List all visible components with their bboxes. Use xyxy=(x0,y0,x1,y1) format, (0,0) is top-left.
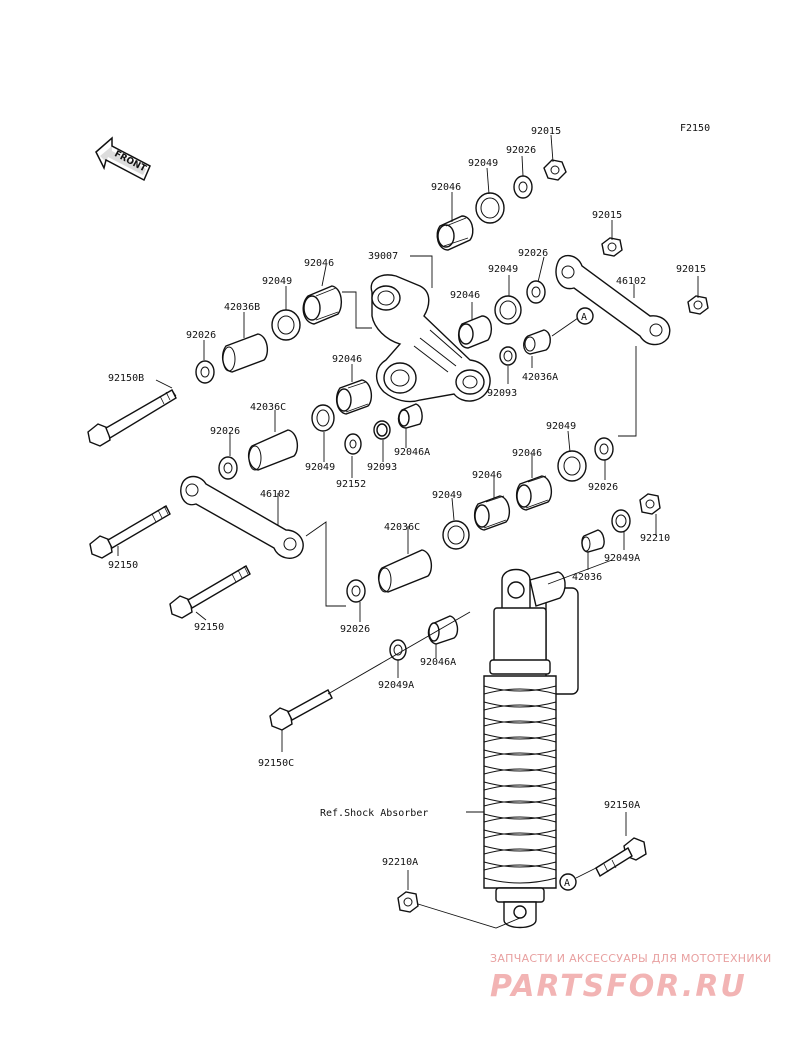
seal-92049-right-b xyxy=(442,520,470,550)
washer-92152 xyxy=(344,433,362,455)
watermark: ЗАПЧАСТИ И АКСЕССУАРЫ ДЛЯ МОТОТЕХНИКИ PA… xyxy=(490,952,772,1004)
bearing-92046A-lower xyxy=(427,615,459,645)
part-labels: 92015 92026 92049 92046 39007 92015 9202… xyxy=(108,126,706,868)
seal-92093-mid xyxy=(499,346,517,366)
bearing-92046-top xyxy=(436,215,474,251)
label-92015-b: 92015 xyxy=(592,210,622,221)
nut-92015-right-a xyxy=(601,237,623,257)
label-92026-d: 92026 xyxy=(210,426,240,437)
label-42036A: 42036A xyxy=(522,372,558,383)
bolt-92150B xyxy=(87,389,177,447)
seal-92049-left xyxy=(271,309,301,341)
washer-92026-lower xyxy=(346,579,366,603)
collar-42036A xyxy=(523,329,551,355)
bolt-92150-a xyxy=(89,505,171,559)
label-46102-b: 46102 xyxy=(260,489,290,500)
nut-92015-top xyxy=(543,159,567,181)
bearing-92046-mid xyxy=(457,315,493,349)
label-92152: 92152 xyxy=(336,479,366,490)
washer-92026-center-left xyxy=(218,456,238,480)
label-92026-e: 92026 xyxy=(588,482,618,493)
label-92093-a: 92093 xyxy=(487,388,517,399)
label-92049A-a: 92049A xyxy=(604,553,640,564)
label-92150B: 92150B xyxy=(108,373,144,384)
label-92026-c: 92026 xyxy=(186,330,216,341)
rocker-arm-39007 xyxy=(370,274,491,403)
seal-92049-center xyxy=(311,404,335,432)
watermark-subtitle: ЗАПЧАСТИ И АКСЕССУАРЫ ДЛЯ МОТОТЕХНИКИ xyxy=(490,952,772,965)
marker-a-bottom: A xyxy=(559,873,577,891)
label-92046-e: 92046 xyxy=(512,448,542,459)
nut-92210 xyxy=(639,493,661,515)
front-arrow-icon: FRONT xyxy=(95,136,151,182)
label-92046-d: 92046 xyxy=(332,354,362,365)
bolt-92150C xyxy=(269,689,333,731)
nut-92015-right-b xyxy=(687,295,709,315)
label-92046A-a: 92046A xyxy=(394,447,430,458)
ref-shock-absorber-label: Ref.Shock Absorber xyxy=(320,808,428,819)
label-92210: 92210 xyxy=(640,533,670,544)
label-92026-f: 92026 xyxy=(340,624,370,635)
bearing-92046-right-b xyxy=(473,495,511,531)
label-92049A-b: 92049A xyxy=(378,680,414,691)
label-92049-e: 92049 xyxy=(546,421,576,432)
label-92150-a: 92150 xyxy=(108,560,138,571)
tie-rod-46102-right xyxy=(555,255,671,346)
shock-absorber xyxy=(483,568,579,929)
collar-42036B xyxy=(221,333,269,373)
seal-92093-center xyxy=(373,420,391,440)
washer-92026-top xyxy=(513,175,533,199)
seal-92049-mid xyxy=(494,295,522,325)
collar-42036 xyxy=(581,529,605,553)
label-92046-b: 92046 xyxy=(304,258,334,269)
label-92015-a: 92015 xyxy=(531,126,561,137)
seal-92049-right xyxy=(557,450,587,482)
marker-a-top: A xyxy=(576,307,594,325)
label-92049-a: 92049 xyxy=(468,158,498,169)
label-92046-a: 92046 xyxy=(431,182,461,193)
label-42036: 42036 xyxy=(572,572,602,583)
label-42036B: 42036B xyxy=(224,302,260,313)
nut-92210A xyxy=(397,891,419,913)
collar-42036C-lower xyxy=(377,549,433,593)
label-92210A: 92210A xyxy=(382,857,418,868)
washer-92026-mid xyxy=(526,280,546,304)
collar-42036C-upper xyxy=(247,429,299,471)
label-42036C-b: 42036C xyxy=(384,522,420,533)
watermark-brand: PARTSFOR.RU xyxy=(490,969,747,1004)
label-42036C-a: 42036C xyxy=(250,402,286,413)
label-92150C: 92150C xyxy=(258,758,294,769)
leader-lines xyxy=(117,134,699,929)
label-92150-b: 92150 xyxy=(194,622,224,633)
label-92049-b: 92049 xyxy=(488,264,518,275)
label-92049-c: 92049 xyxy=(262,276,292,287)
label-92049-f: 92049 xyxy=(432,490,462,501)
marker-a-top-label: A xyxy=(581,312,587,323)
seal-92049-top xyxy=(475,192,505,224)
label-46102-a: 46102 xyxy=(616,276,646,287)
label-92046A-b: 92046A xyxy=(420,657,456,668)
bearing-92046-left xyxy=(302,285,343,325)
label-92026-b: 92026 xyxy=(518,248,548,259)
bearing-92046-center xyxy=(335,379,373,415)
label-92046-f: 92046 xyxy=(472,470,502,481)
tie-rod-46102-left xyxy=(180,475,304,559)
label-92093-b: 92093 xyxy=(367,462,397,473)
label-92046-c: 92046 xyxy=(450,290,480,301)
diagram-code: F2150 xyxy=(680,123,710,134)
label-92049-d: 92049 xyxy=(305,462,335,473)
bolt-92150A xyxy=(595,837,647,878)
label-92150A: 92150A xyxy=(604,800,640,811)
bearing-92046A-center xyxy=(397,403,423,429)
label-39007: 39007 xyxy=(368,251,398,262)
washer-92026-left xyxy=(195,360,215,384)
washer-92026-right xyxy=(594,437,614,461)
label-92015-c: 92015 xyxy=(676,264,706,275)
bearing-92046-right xyxy=(515,475,553,511)
bolt-92150-b xyxy=(169,565,251,619)
seal-92049A-right xyxy=(611,509,631,533)
label-92026-a: 92026 xyxy=(506,145,536,156)
marker-a-bottom-label: A xyxy=(564,878,570,889)
